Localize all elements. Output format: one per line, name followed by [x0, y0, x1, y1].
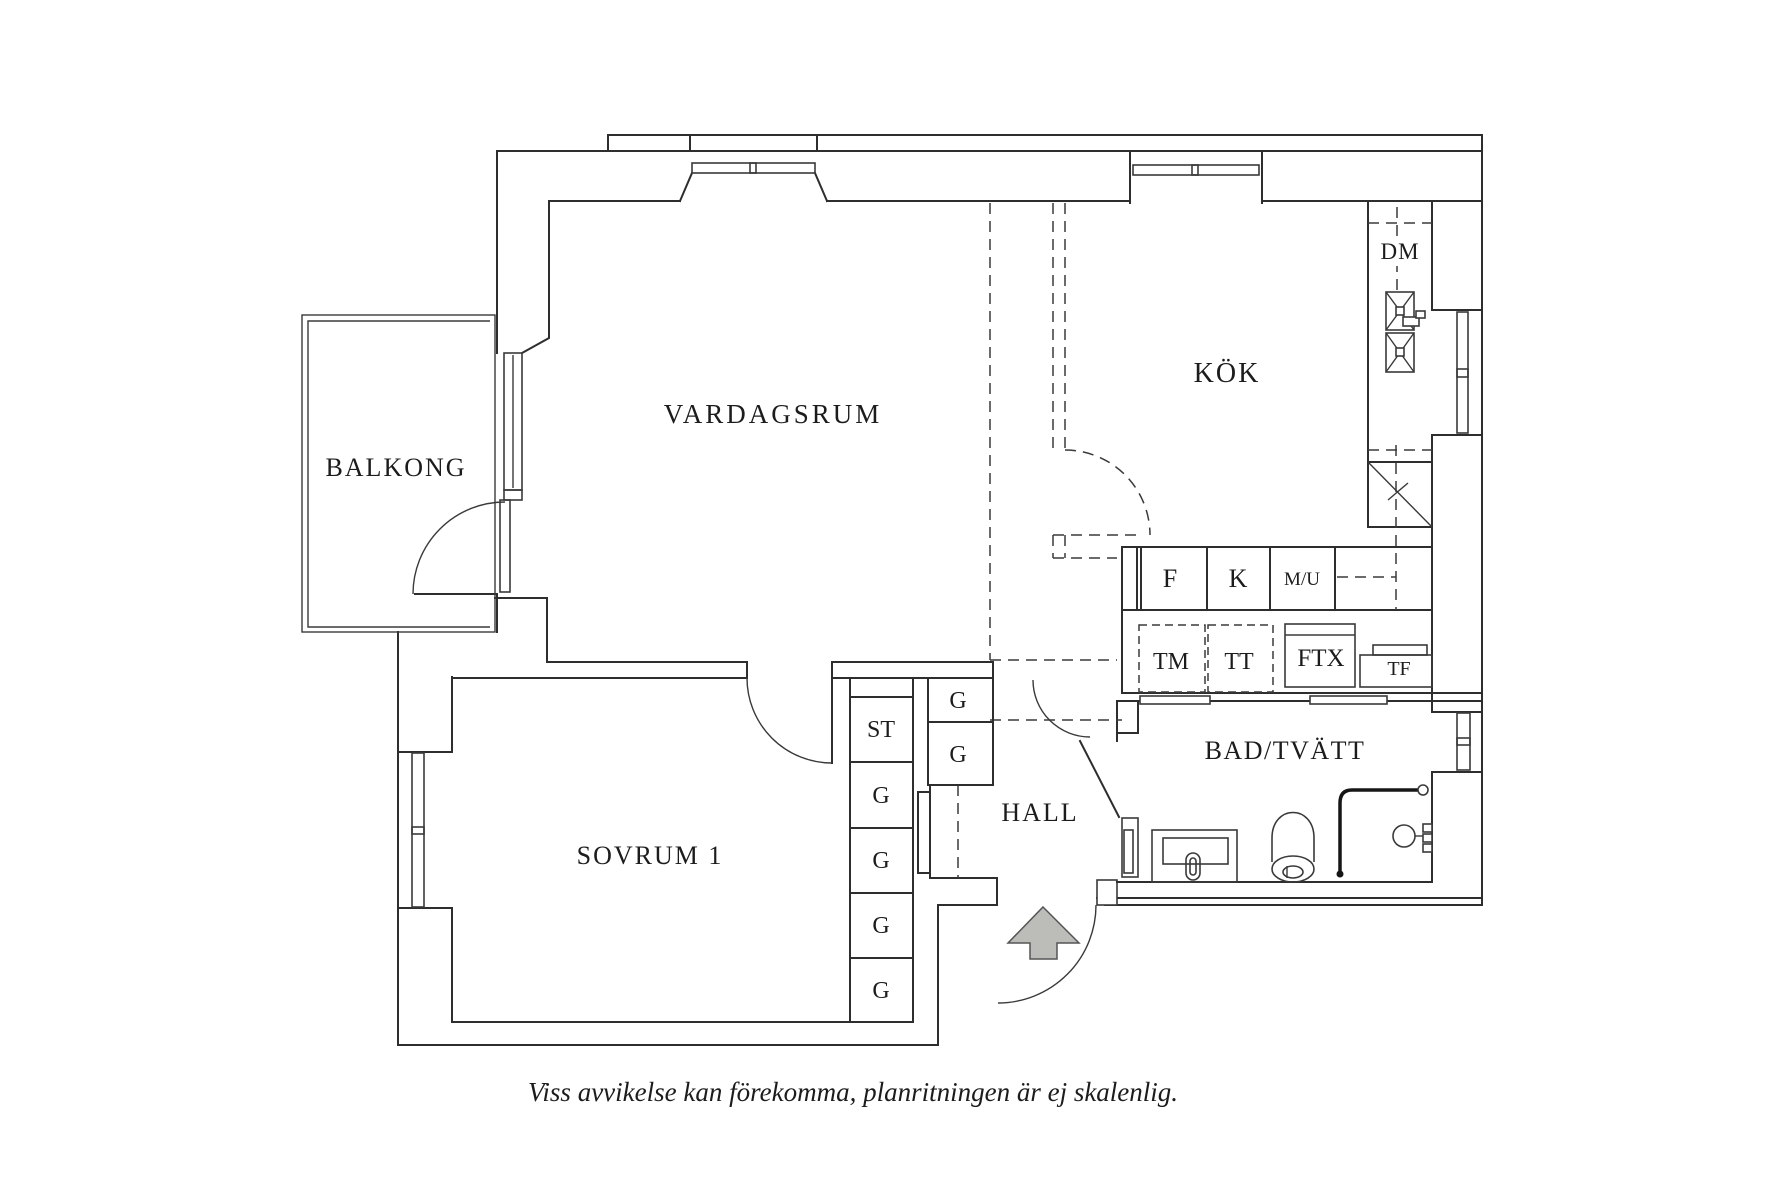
- tall-cabinet-tick: [1387, 482, 1409, 501]
- label-mu: M/U: [1284, 569, 1320, 590]
- label-tt: TT: [1224, 649, 1254, 675]
- kitchen-door-arc-dashed: [1064, 449, 1151, 536]
- balcony-outline: [301, 314, 496, 633]
- balcony-door-arc: [412, 501, 506, 595]
- tf-unit: [1359, 644, 1433, 688]
- bedroom-door-arc: [746, 677, 833, 764]
- sliding-door-leaf-2: [1309, 695, 1388, 705]
- room-label-vardagsrum: VARDAGSRUM: [664, 399, 883, 429]
- balcony: [301, 314, 496, 633]
- kitchen-east-window: [1456, 311, 1469, 434]
- toilet-icon: [1271, 811, 1315, 883]
- wall-lines-top-inner: [520, 171, 1483, 355]
- label-dm: DM: [1380, 239, 1419, 264]
- wall-lines-livingroom-south: [397, 593, 914, 1023]
- dashed-openings: [957, 203, 1432, 878]
- wardrobe-grid: [849, 661, 994, 1023]
- wall-lines-kitchen: [1121, 202, 1433, 694]
- shower-icon: [1336, 784, 1433, 878]
- room-label-kok: KÖK: [1194, 358, 1261, 389]
- kitchen-window: [1132, 164, 1260, 176]
- washbasin-icon: [1151, 829, 1238, 883]
- kitchen-fixtures: [1284, 236, 1433, 688]
- label-g2: G: [872, 848, 889, 874]
- wall-lines-bathroom: [1078, 202, 1483, 883]
- label-g4: G: [872, 978, 889, 1004]
- kitchen-window-mullion: [1191, 164, 1199, 176]
- entrance-wall-block: [1096, 879, 1118, 906]
- bathroom-door-arc: [1032, 679, 1091, 738]
- doors: [412, 352, 1388, 1004]
- tall-cabinet-diagonal: [1367, 461, 1433, 528]
- livingroom-window: [691, 162, 816, 174]
- entrance-door-arc: [997, 904, 1097, 1004]
- sliding-door-leaf-1: [1139, 695, 1211, 705]
- entrance-arrow-icon: [1006, 905, 1081, 960]
- bathroom-fixtures: [1151, 784, 1433, 883]
- livingroom-window-bay: [689, 134, 818, 152]
- outer-walls: [397, 134, 1483, 1046]
- balcony-door-sill: [503, 489, 523, 501]
- bath-east-window-mullion: [1456, 737, 1471, 746]
- label-f: F: [1163, 564, 1177, 593]
- windows: [411, 134, 1471, 908]
- kitchen-window-bay: [1129, 150, 1263, 204]
- disclaimer-caption: Viss avvikelse kan förekomma, planritnin…: [528, 1077, 1178, 1107]
- label-g5: G: [949, 688, 966, 714]
- appliance-labels: DM F K M/U TM TT FTX TF: [1153, 239, 1419, 680]
- room-label-sovrum1: SOVRUM 1: [577, 841, 724, 870]
- label-tm: TM: [1153, 649, 1189, 675]
- room-labels: VARDAGSRUM BALKONG KÖK SOVRUM 1 HALL BAD…: [325, 358, 1366, 870]
- bedroom-window-mullion: [411, 826, 425, 835]
- bath-door-jamb: [1121, 817, 1139, 878]
- kitchen-east-window-mullion: [1456, 368, 1469, 378]
- label-st: ST: [867, 717, 895, 743]
- room-label-balkong: BALKONG: [325, 453, 466, 482]
- room-label-bad-tvatt: BAD/TVÄTT: [1205, 736, 1366, 765]
- livingroom-window-mullion: [749, 162, 757, 174]
- ventilation-unit: [1284, 623, 1356, 688]
- storage-labels: ST G G G G G G: [867, 688, 967, 1004]
- wall-lines-wardrobe-band: [746, 661, 994, 679]
- label-g3: G: [872, 913, 889, 939]
- inner-walls: [397, 171, 1483, 1023]
- washer-box-dashed: [1138, 624, 1206, 693]
- faucet-icon: [1402, 316, 1420, 327]
- wall-lines-hall-west: [917, 784, 931, 879]
- label-g1: G: [872, 783, 889, 809]
- label-k: K: [1229, 564, 1248, 593]
- bedroom-window: [411, 752, 425, 908]
- label-g6: G: [949, 742, 966, 768]
- bath-door-jamb-inner: [1123, 829, 1134, 874]
- room-label-hall: HALL: [1001, 798, 1078, 827]
- wardrobes: [849, 661, 994, 1023]
- double-sink-icon: [1385, 291, 1426, 373]
- balcony-door-leaf: [499, 499, 511, 593]
- dm-label-backdrop: [1372, 236, 1428, 266]
- balcony-inner-line: [307, 320, 490, 628]
- label-tf: TF: [1387, 658, 1410, 680]
- label-ftx: FTX: [1297, 645, 1344, 672]
- bath-east-window: [1456, 712, 1471, 771]
- dryer-box-dashed: [1207, 624, 1274, 693]
- wall-lines-top-right: [397, 134, 1483, 1046]
- dashed-guides: [957, 203, 1432, 878]
